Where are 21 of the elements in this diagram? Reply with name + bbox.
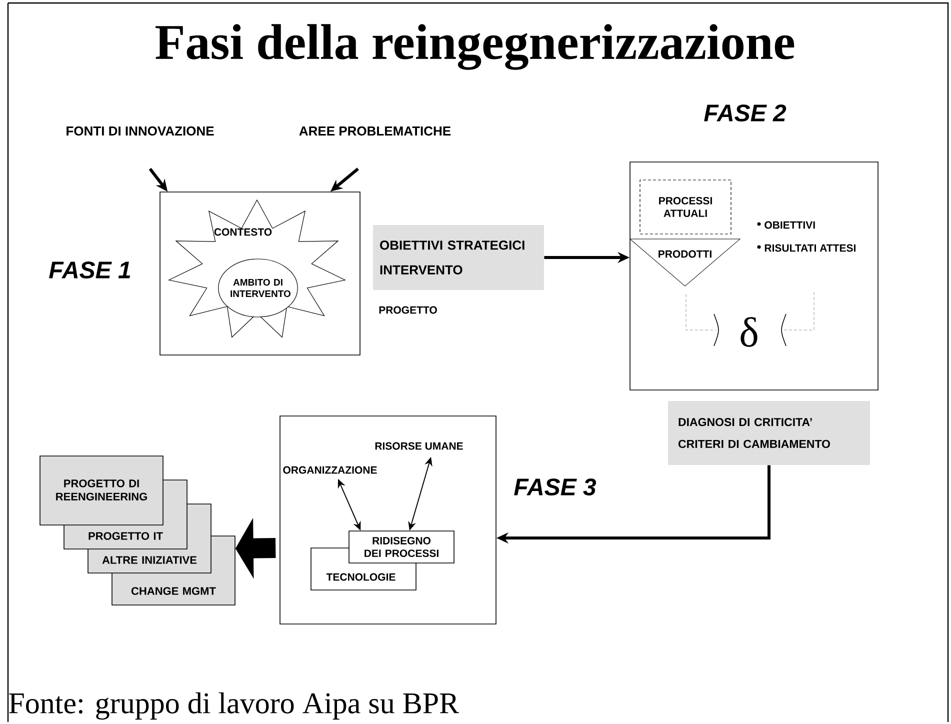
process-box: RIDISEGNO DEI PROCESSI (348, 530, 454, 564)
text-label: FONTI DI INNOVAZIONE (66, 126, 214, 136)
text-label: OBIETTIVI (764, 221, 815, 229)
text-label: AREE PROBLEMATICHE (299, 126, 451, 136)
title: Fasi della reingegnerizzazione (156, 24, 794, 70)
stacked-card: PROGETTO DI REENGINEERING (40, 456, 164, 526)
shaded-box: DIAGNOSI DI CRITICITA’ CRITERI DI CAMBIAMENTO (668, 401, 870, 465)
phase-box (280, 416, 496, 624)
phase-box (630, 162, 878, 390)
text-label: RISORSE UMANE (375, 442, 463, 450)
caption: Fonte: gruppo di lavoro Aipa su BPR (9, 692, 459, 720)
shaded-box: OBIETTIVI STRATEGICI INTERVENTO (373, 225, 544, 290)
text-label: ORGANIZZAZIONE (283, 466, 377, 474)
text-label: PROGETTO (379, 306, 437, 314)
dashed-box: PROCESSI ATTUALI (640, 180, 732, 234)
phase-label: FASE 1 (49, 262, 130, 278)
text-label: RISULTATI ATTESI (764, 244, 856, 252)
phase-box (160, 192, 360, 356)
delta-symbol: δ (740, 317, 758, 347)
phase-label: FASE 3 (514, 478, 596, 496)
phase-label: FASE 2 (704, 104, 786, 122)
